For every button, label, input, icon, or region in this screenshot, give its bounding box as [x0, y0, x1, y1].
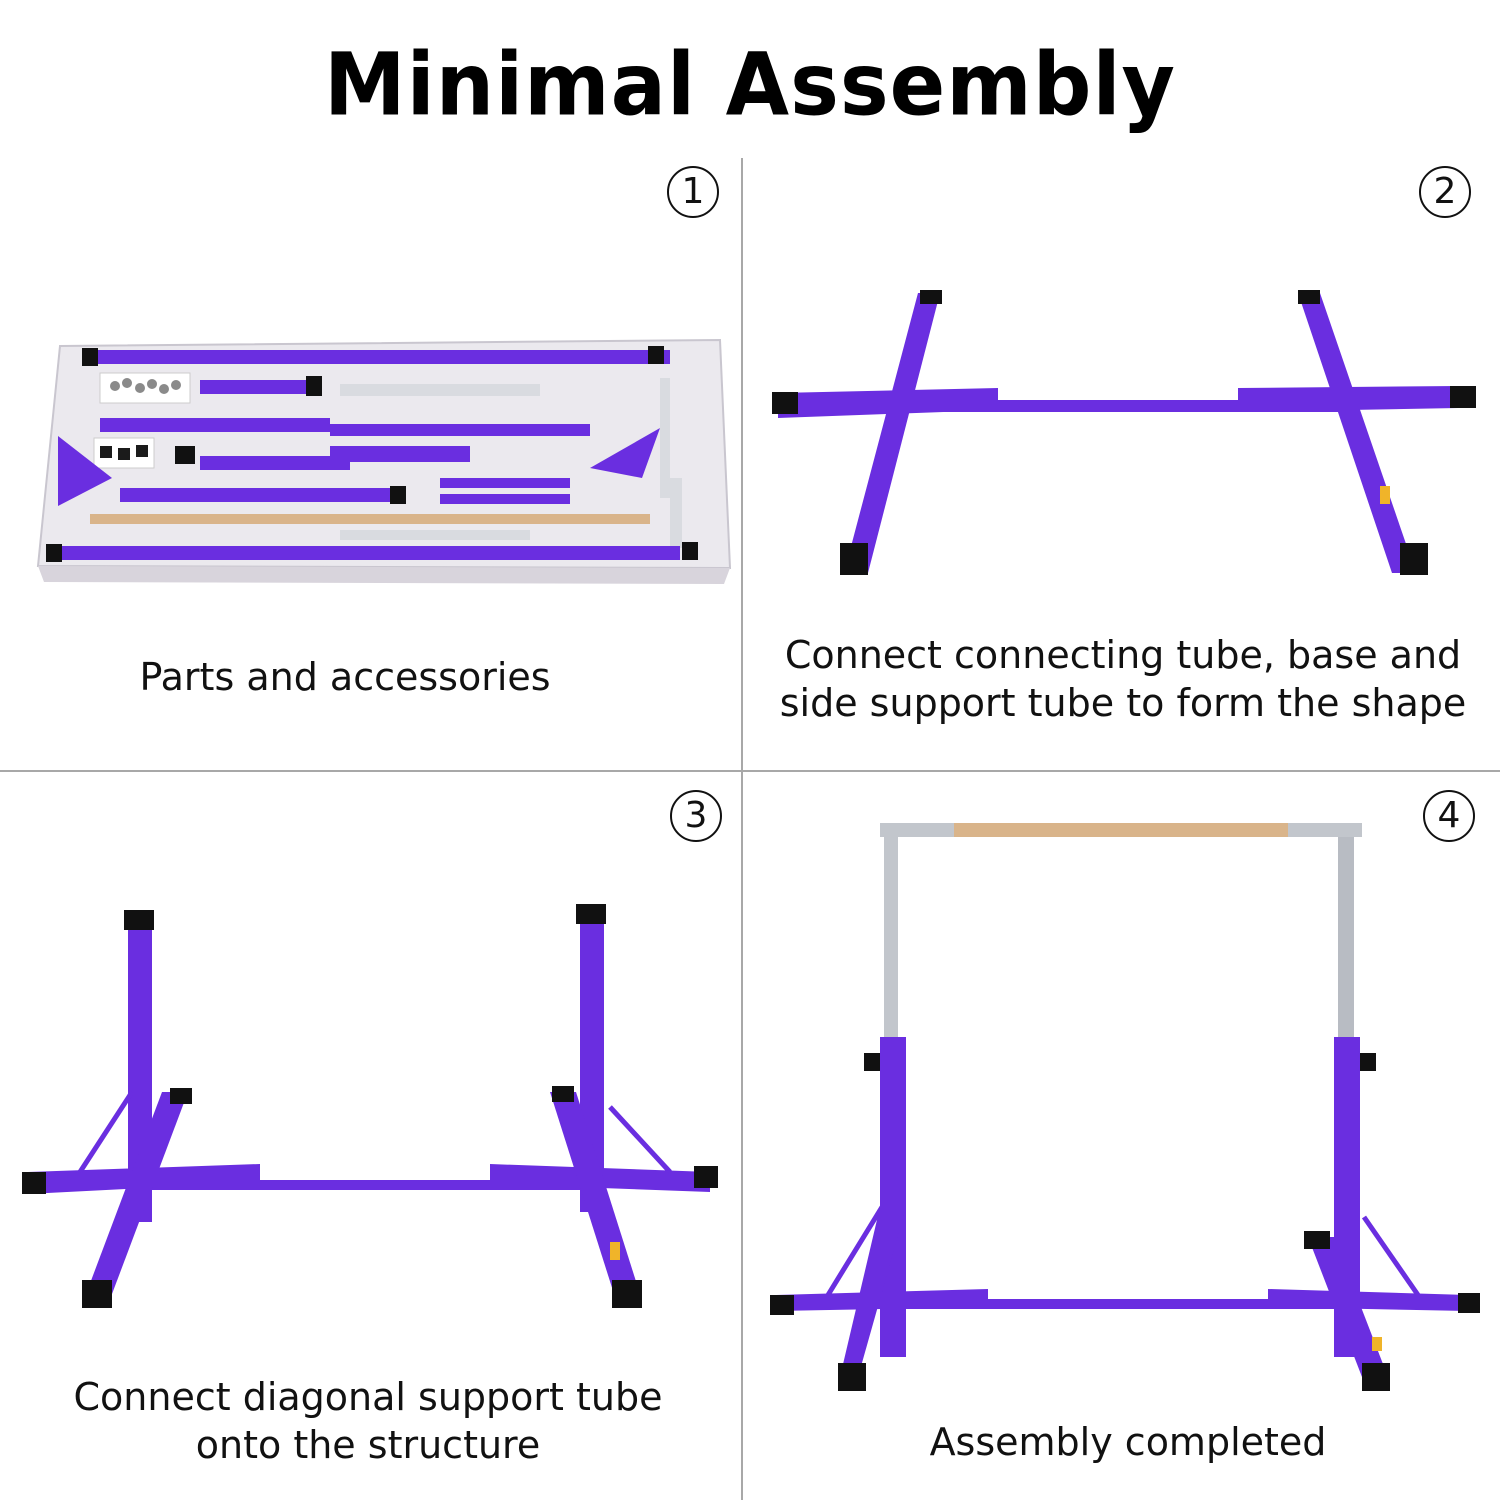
step-2-panel: 2 Connect connecting tube, base and side…: [743, 158, 1500, 770]
base-frame-image: [772, 290, 1476, 575]
step-3-caption-line-1: Connect diagonal support tube: [73, 1375, 663, 1419]
step-1-panel: 1: [0, 158, 741, 770]
page-title: Minimal Assembly: [323, 35, 1176, 136]
horizontal-divider: [0, 770, 1500, 772]
step-4-caption: Assembly completed: [929, 1420, 1327, 1464]
step-1-caption: Parts and accessories: [139, 655, 551, 699]
step-3-caption-line-2: onto the structure: [195, 1423, 541, 1467]
step-number-3: 3: [670, 790, 722, 842]
frame-with-support-image: [22, 904, 718, 1308]
step-number-1: 1: [667, 166, 719, 218]
parts-box-image: [36, 338, 732, 584]
step-4-panel: 4 Assembly completed: [743, 772, 1500, 1500]
step-number-4: 4: [1423, 790, 1475, 842]
vertical-divider: [741, 158, 743, 1500]
step-2-caption-line-2: side support tube to form the shape: [779, 681, 1467, 725]
completed-bar-image: [770, 823, 1480, 1391]
step-2-caption-line-1: Connect connecting tube, base and: [784, 633, 1462, 677]
step-3-panel: 3 Connect diagonal support tube onto the…: [0, 772, 741, 1500]
step-number-2: 2: [1419, 166, 1471, 218]
